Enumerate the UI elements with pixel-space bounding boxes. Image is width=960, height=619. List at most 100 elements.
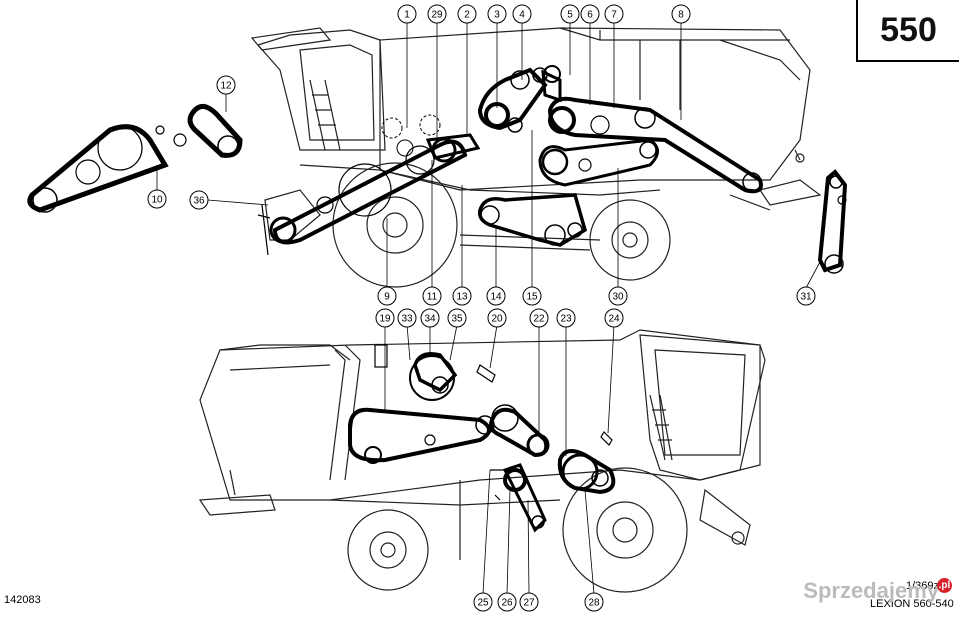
callout-27: 27	[519, 592, 539, 612]
callout-label: 10	[151, 195, 163, 206]
callout-label: 2	[464, 10, 470, 21]
callout-11: 11	[422, 286, 442, 306]
callout-label: 22	[533, 314, 545, 325]
callout-circle	[189, 190, 209, 210]
callout-14: 14	[486, 286, 506, 306]
callout-label: 28	[588, 598, 600, 609]
callout-circle	[497, 592, 517, 612]
callout-circle	[671, 4, 691, 24]
callout-3: 3	[487, 4, 507, 24]
callout-label: 27	[523, 598, 535, 609]
callout-30: 30	[608, 286, 628, 306]
callout-circle	[519, 592, 539, 612]
model-label: LEXION 560-540	[870, 598, 954, 610]
callout-label: 15	[526, 292, 538, 303]
callout-circle	[584, 592, 604, 612]
callout-22: 22	[529, 308, 549, 328]
callout-circle	[147, 189, 167, 209]
callout-label: 13	[456, 292, 468, 303]
callout-label: 20	[491, 314, 503, 325]
callout-label: 5	[567, 10, 573, 21]
callout-label: 1	[404, 10, 410, 21]
callout-6: 6	[580, 4, 600, 24]
callout-8: 8	[671, 4, 691, 24]
callout-circle	[427, 4, 447, 24]
callout-5: 5	[560, 4, 580, 24]
callout-label: 4	[519, 10, 525, 21]
callout-label: 24	[608, 314, 620, 325]
callout-circle	[608, 286, 628, 306]
callout-label: 3	[494, 10, 500, 21]
callout-label: 12	[220, 81, 232, 92]
watermark-badge: .pl	[937, 578, 952, 593]
callout-label: 14	[490, 292, 502, 303]
callout-circle	[375, 308, 395, 328]
callout-23: 23	[556, 308, 576, 328]
callout-circle	[452, 286, 472, 306]
callout-4: 4	[512, 4, 532, 24]
callout-circle	[422, 286, 442, 306]
callout-10: 10	[147, 189, 167, 209]
callout-29: 29	[427, 4, 447, 24]
page-number: 550	[856, 0, 959, 62]
callout-label: 19	[379, 314, 391, 325]
callout-label: 9	[384, 292, 390, 303]
callout-circle	[604, 308, 624, 328]
drawing-code: 142083	[4, 594, 41, 606]
callout-12: 12	[216, 75, 236, 95]
callout-circle	[512, 4, 532, 24]
callout-circle	[420, 308, 440, 328]
callout-circle	[556, 308, 576, 328]
callout-26: 26	[497, 592, 517, 612]
callout-7: 7	[604, 4, 624, 24]
callout-circle	[216, 75, 236, 95]
callout-circle	[560, 4, 580, 24]
callout-35: 35	[447, 308, 467, 328]
callout-label: 29	[431, 10, 443, 21]
callout-20: 20	[487, 308, 507, 328]
callout-circle	[796, 286, 816, 306]
callout-label: 31	[800, 292, 812, 303]
callout-label: 36	[193, 196, 205, 207]
belt-drives-bottom	[348, 344, 616, 533]
callout-36: 36	[189, 190, 209, 210]
combine-top-body	[250, 27, 822, 288]
callout-31: 31	[796, 286, 816, 306]
callout-label: 35	[451, 314, 463, 325]
callout-label: 26	[501, 598, 513, 609]
callout-label: 7	[611, 10, 617, 21]
callout-25: 25	[473, 592, 493, 612]
callout-19: 19	[375, 308, 395, 328]
callout-33: 33	[397, 308, 417, 328]
callout-9: 9	[377, 286, 397, 306]
callout-circle	[397, 4, 417, 24]
callout-circle	[487, 308, 507, 328]
callout-label: 25	[477, 598, 489, 609]
watermark-text: Sprzedajemy	[803, 578, 939, 603]
callout-label: 11	[427, 292, 438, 303]
watermark: Sprzedajemy.pl	[803, 578, 952, 604]
callout-label: 30	[612, 292, 624, 303]
callout-label: 33	[401, 314, 413, 325]
belt-drives-top	[27, 65, 848, 274]
callout-circle	[522, 286, 542, 306]
callout-15: 15	[522, 286, 542, 306]
callout-circle	[487, 4, 507, 24]
callout-circle	[473, 592, 493, 612]
callout-1: 1	[397, 4, 417, 24]
callout-label: 8	[678, 10, 684, 21]
callout-circle	[397, 308, 417, 328]
callout-circle	[604, 4, 624, 24]
leader-lines	[156, 23, 821, 595]
combine-bottom-body	[198, 329, 766, 593]
callout-circle	[580, 4, 600, 24]
callout-circle	[457, 4, 477, 24]
callout-34: 34	[420, 308, 440, 328]
callout-circle	[447, 308, 467, 328]
callout-label: 23	[560, 314, 572, 325]
callout-28: 28	[584, 592, 604, 612]
callout-label: 34	[424, 314, 436, 325]
